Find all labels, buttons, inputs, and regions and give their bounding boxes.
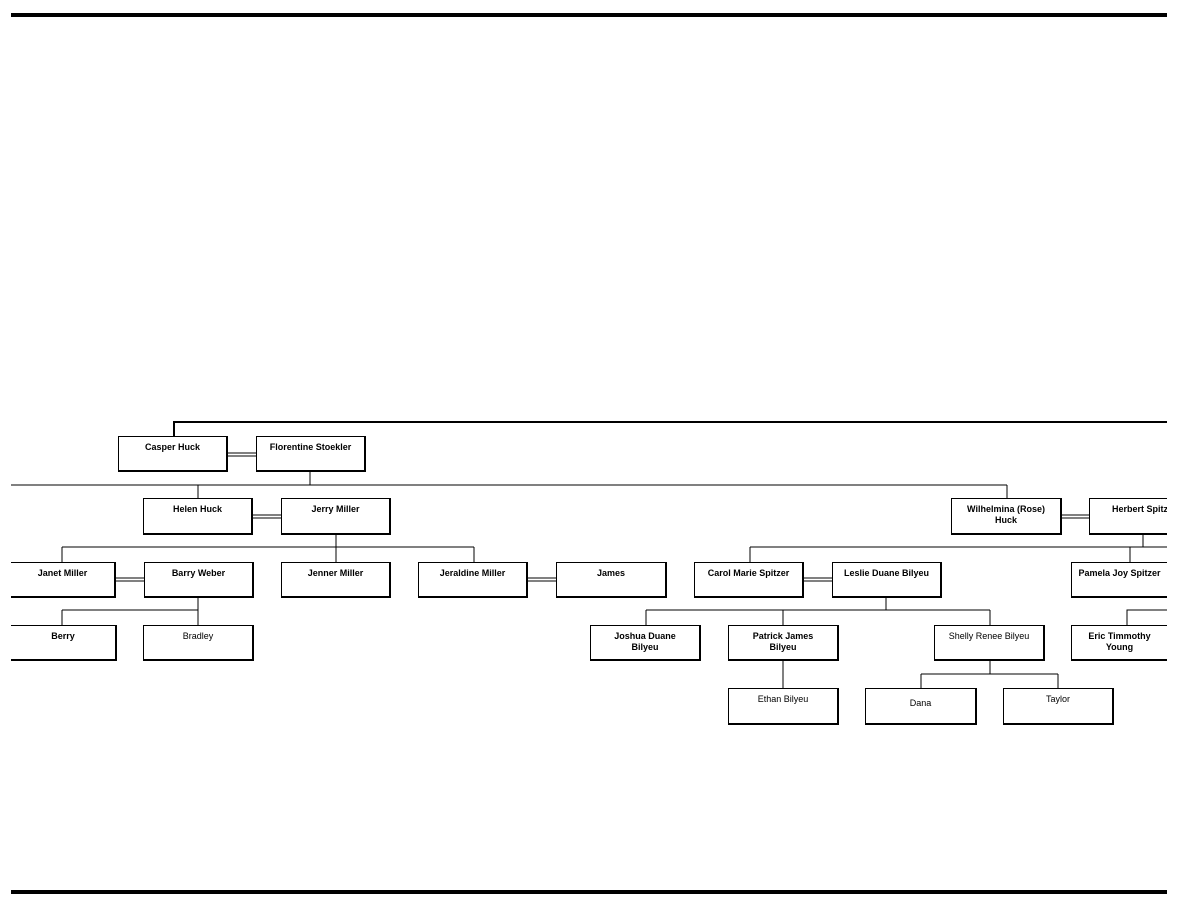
person-box-berry[interactable]: Berry [11,625,117,661]
person-name: Barry Weber [171,568,226,578]
person-box-wilhelmina-huck[interactable]: Wilhelmina (Rose) Huck [951,498,1062,535]
person-name: Herbert Spitzer [1112,504,1167,514]
person-box-casper-huck[interactable]: Casper Huck [118,436,228,472]
person-name: Bradley [182,631,214,641]
marriage-line-wilhelmina-herbert [1062,514,1089,519]
person-name: James [596,568,626,578]
person-box-eric-timmothy-young[interactable]: Eric Timmothy Young [1071,625,1167,661]
person-box-bradley[interactable]: Bradley [143,625,254,661]
person-box-leslie-duane-bilyeu[interactable]: Leslie Duane Bilyeu [832,562,942,598]
person-name: Ethan Bilyeu [757,694,809,704]
person-name: Taylor [1045,694,1070,704]
person-name: Dana [909,698,932,708]
marriage-line-carol-leslie [804,577,832,582]
person-name: Joshua Duane Bilyeu [614,631,676,652]
person-box-helen-huck[interactable]: Helen Huck [143,498,253,535]
ancestor-connector [173,421,1167,436]
person-name: Carol Marie Spitzer [707,568,790,578]
person-box-herbert-spitzer[interactable]: Herbert Spitzer [1089,498,1167,535]
person-name: Florentine Stoekler [269,442,352,452]
person-box-pamela-joy-spitzer[interactable]: Pamela Joy Spitzer [1071,562,1167,598]
person-box-taylor[interactable]: Taylor [1003,688,1114,725]
bottom-rule [11,890,1167,894]
sibling-bar-weber [61,597,199,625]
sibling-bar-young [1126,609,1167,625]
person-name: Berry [51,631,75,641]
marriage-line-casper-florentine [228,452,256,457]
sibling-bar-bilyeu [645,597,991,625]
person-name: Wilhelmina (Rose) Huck [967,504,1045,525]
person-box-carol-marie-spitzer[interactable]: Carol Marie Spitzer [694,562,804,598]
person-name: Patrick James Bilyeu [752,631,814,652]
person-name: Helen Huck [172,504,223,514]
person-name: Leslie Duane Bilyeu [843,568,930,578]
person-name: Eric Timmothy Young [1088,631,1151,652]
sibling-bar-spitzer [749,534,1167,562]
person-name: Jenner Miller [307,568,364,578]
person-name: Janet Miller [37,568,88,578]
person-name: Casper Huck [144,442,201,452]
person-box-patrick-james-bilyeu[interactable]: Patrick James Bilyeu [728,625,839,661]
person-box-shelly-renee-bilyeu[interactable]: Shelly Renee Bilyeu [934,625,1045,661]
top-rule [11,13,1167,17]
person-box-florentine-stoekler[interactable]: Florentine Stoekler [256,436,366,472]
person-box-janet-miller[interactable]: Janet Miller [11,562,116,598]
person-name: Jeraldine Miller [439,568,506,578]
person-name: Shelly Renee Bilyeu [948,631,1030,641]
person-box-jerry-miller[interactable]: Jerry Miller [281,498,391,535]
sibling-bar-miller [61,534,475,562]
sibling-bar-gen1 [11,471,1008,498]
person-box-jenner-miller[interactable]: Jenner Miller [281,562,391,598]
person-box-dana[interactable]: Dana [865,688,977,725]
person-name: Jerry Miller [311,504,360,514]
person-box-ethan-bilyeu[interactable]: Ethan Bilyeu [728,688,839,725]
marriage-line-jeraldine-james [528,577,556,582]
sibling-bar-shelly [920,660,1059,688]
person-name: Pamela Joy Spitzer [1078,568,1161,578]
marriage-line-janet-barry [116,577,144,582]
person-box-barry-weber[interactable]: Barry Weber [144,562,254,598]
person-box-james[interactable]: James [556,562,667,598]
person-box-joshua-duane-bilyeu[interactable]: Joshua Duane Bilyeu [590,625,701,661]
person-box-jeraldine-miller[interactable]: Jeraldine Miller [418,562,528,598]
marriage-line-helen-jerry [253,514,281,519]
